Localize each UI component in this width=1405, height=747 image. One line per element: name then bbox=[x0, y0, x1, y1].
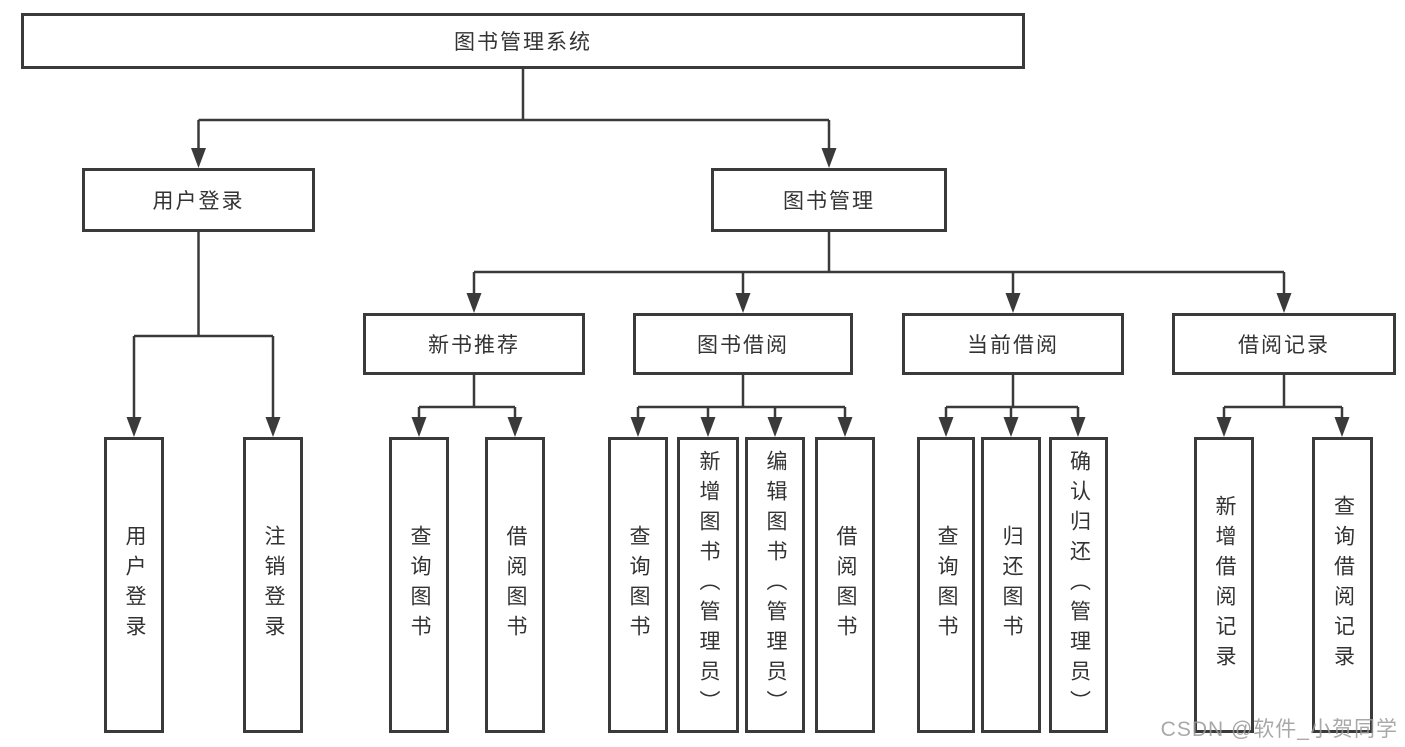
connector-book-borrow-children bbox=[630, 375, 853, 437]
leaf-user-login: 用户登录 bbox=[104, 437, 164, 733]
node-label: 确认归还（管理员） bbox=[1067, 450, 1091, 720]
node-label: 用户登录 bbox=[152, 190, 245, 213]
node-current-borrowing: 当前借阅 bbox=[902, 313, 1124, 375]
node-book-borrowing: 图书借阅 bbox=[633, 313, 853, 375]
leaf-borrowing-edit-books-admin: 编辑图书（管理员） bbox=[745, 437, 805, 733]
node-label: 归还图书 bbox=[1000, 525, 1023, 645]
node-label: 新书推荐 bbox=[428, 334, 520, 357]
node-label: 借阅图书 bbox=[504, 525, 527, 645]
node-label: 借阅图书 bbox=[834, 525, 857, 645]
node-label: 注销登录 bbox=[262, 525, 285, 645]
node-label: 用户登录 bbox=[123, 525, 146, 645]
node-label: 查询图书 bbox=[935, 525, 958, 645]
connector-new-book-children bbox=[411, 375, 523, 437]
node-label: 查询图书 bbox=[627, 525, 650, 645]
node-user-login: 用户登录 bbox=[82, 168, 315, 232]
connector-root-to-level2 bbox=[191, 69, 837, 168]
leaf-recommend-query-books: 查询图书 bbox=[389, 437, 449, 733]
node-label: 新增图书（管理员） bbox=[697, 450, 720, 720]
node-label: 新增借阅记录 bbox=[1213, 495, 1236, 675]
csdn-watermark: CSDN @软件_小贺同学 bbox=[1160, 718, 1398, 741]
leaf-records-query-record: 查询借阅记录 bbox=[1312, 437, 1373, 733]
node-label: 图书管理系统 bbox=[454, 31, 592, 54]
node-label: 查询图书 bbox=[408, 525, 431, 645]
node-label: 图书管理 bbox=[783, 190, 875, 213]
node-label: 图书借阅 bbox=[697, 334, 789, 357]
leaf-recommend-borrow-books: 借阅图书 bbox=[485, 437, 545, 733]
leaf-borrowing-add-books-admin: 新增图书（管理员） bbox=[677, 437, 739, 733]
node-label: 当前借阅 bbox=[967, 334, 1059, 357]
connector-current-borrow-children bbox=[938, 375, 1086, 437]
node-label: 查询借阅记录 bbox=[1331, 495, 1355, 675]
node-label: 借阅记录 bbox=[1238, 334, 1330, 357]
leaf-borrowing-borrow-books: 借阅图书 bbox=[815, 437, 875, 733]
leaf-logout: 注销登录 bbox=[243, 437, 303, 733]
node-label: 编辑图书（管理员） bbox=[764, 450, 787, 720]
node-new-book-recommend: 新书推荐 bbox=[363, 313, 585, 375]
connector-book-mgmt-to-level3 bbox=[466, 232, 1292, 313]
node-library-system: 图书管理系统 bbox=[21, 13, 1025, 69]
leaf-current-return-books: 归还图书 bbox=[981, 437, 1041, 733]
leaf-borrowing-query-books: 查询图书 bbox=[608, 437, 668, 733]
leaf-current-query-books: 查询图书 bbox=[917, 437, 975, 733]
connector-user-login-children bbox=[126, 232, 281, 437]
node-borrowing-records: 借阅记录 bbox=[1172, 313, 1396, 375]
node-book-management: 图书管理 bbox=[711, 168, 947, 232]
leaf-current-confirm-return-admin: 确认归还（管理员） bbox=[1049, 437, 1108, 733]
connector-records-children bbox=[1216, 375, 1350, 437]
leaf-records-add-record: 新增借阅记录 bbox=[1194, 437, 1254, 733]
